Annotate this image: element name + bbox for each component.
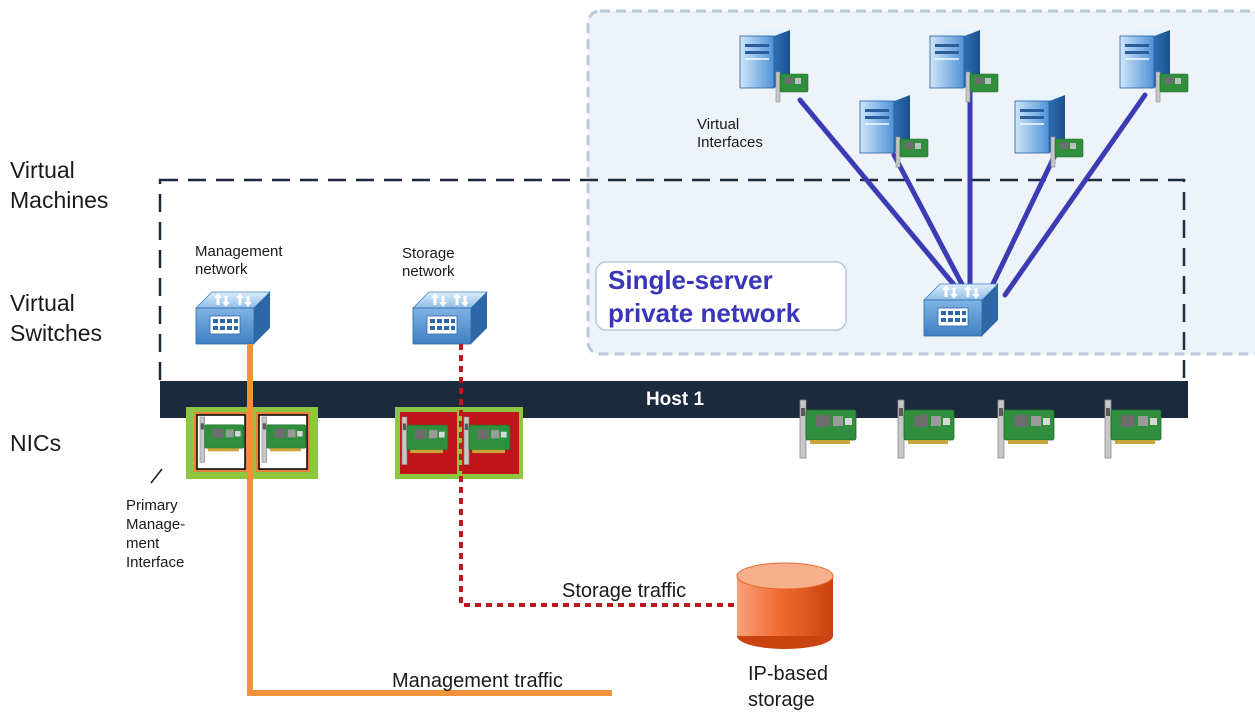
management-traffic-line [247,344,612,696]
vm-link-2 [891,152,968,293]
nics-label: NICs [10,430,62,456]
private-switch-icon [922,282,1000,338]
vm-links [797,85,1148,298]
private-network-label-box [595,261,847,331]
storage-traffic-label: Storage traffic [562,580,687,602]
virtual-interfaces-label: Virtual Interfaces [697,116,763,151]
storage-switch-icon [411,290,489,346]
host-label: Host 1 [645,389,705,410]
database-cylinder-icon [736,562,834,649]
management-network-label: Management network [195,243,283,278]
management-switch-icon [194,290,272,346]
virtual-switches-label: Virtual Switches [10,290,103,346]
ip-storage-label: IP-based storage [748,663,829,711]
management-traffic-label: Management traffic [392,670,563,692]
storage-network-label: Storage network [402,245,455,280]
vm-link-5 [1002,92,1148,298]
private-network-label: Single-server private network [608,265,801,328]
primary-management-interface-label: Primary Manage- ment Interface [126,497,186,571]
vm-link-1 [797,97,963,295]
virtual-machines-label: Virtual Machines [10,157,109,213]
primary-interface-pointer [150,468,163,484]
vm-link-4 [987,152,1058,293]
